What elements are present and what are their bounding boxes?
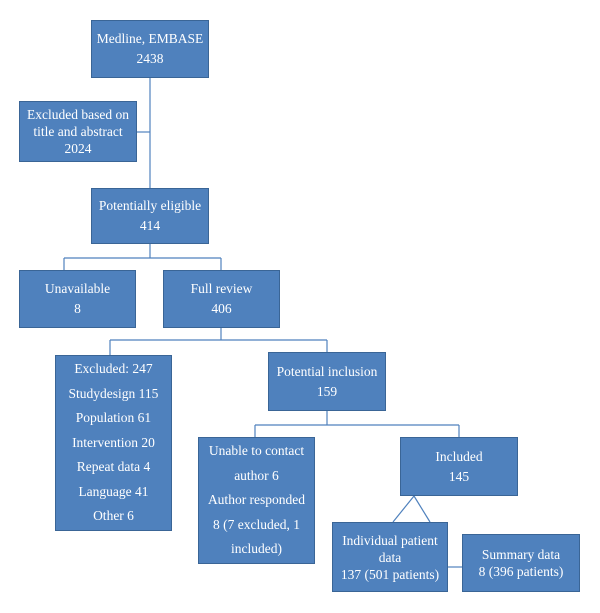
summary-line-2: 8 (396 patients) xyxy=(478,564,564,579)
excluded-title-line-1: Excluded based on xyxy=(27,107,129,122)
excluded-list-line-6: Language 41 xyxy=(78,483,149,499)
excluded-list-line-2: Studydesign 115 xyxy=(68,385,159,401)
box-medline-embase: Medline, EMBASE 2438 xyxy=(91,20,209,78)
individual-line-1: Individual patient xyxy=(342,532,438,548)
potential-inclusion-line-2: 159 xyxy=(316,383,338,399)
connector-to-individual xyxy=(392,495,415,523)
box-potential-inclusion: Potential inclusion 159 xyxy=(268,352,386,411)
excluded-title-line-2: title and abstract xyxy=(33,124,123,139)
connector-to-individual-right xyxy=(413,495,431,523)
unable-contact-line-2: author 6 xyxy=(234,467,279,483)
included-line-1: Included xyxy=(435,448,483,464)
unable-contact-line-3: Author responded xyxy=(207,492,306,508)
eligible-line-2: 414 xyxy=(139,218,161,233)
box-unable-to-contact: Unable to contact author 6 Author respon… xyxy=(198,437,315,564)
excluded-list-line-3: Population 61 xyxy=(75,410,152,426)
excluded-list-line-7: Other 6 xyxy=(93,508,134,524)
eligible-line-1: Potentially eligible xyxy=(98,198,202,213)
excluded-list-line-4: Intervention 20 xyxy=(72,434,155,450)
box-summary-data: Summary data 8 (396 patients) xyxy=(462,534,580,592)
medline-line-2: 2438 xyxy=(136,51,164,66)
individual-line-2: data xyxy=(378,549,402,565)
unable-contact-line-5: included) xyxy=(231,541,282,557)
box-included: Included 145 xyxy=(400,437,518,496)
unable-contact-line-4: 8 (7 excluded, 1 xyxy=(213,516,300,532)
box-full-review: Full review 406 xyxy=(163,270,280,328)
excluded-list-line-5: Repeat data 4 xyxy=(76,459,151,475)
included-line-2: 145 xyxy=(448,468,470,484)
summary-line-1: Summary data xyxy=(481,547,561,562)
excluded-list-line-1: Excluded: 247 xyxy=(74,361,153,377)
potential-inclusion-line-1: Potential inclusion xyxy=(276,363,378,379)
unavailable-line-1: Unavailable xyxy=(44,281,111,296)
unable-contact-line-1: Unable to contact xyxy=(208,443,305,459)
box-unavailable: Unavailable 8 xyxy=(19,270,136,328)
unavailable-line-2: 8 xyxy=(74,301,81,316)
box-individual-patient-data: Individual patient data 137 (501 patient… xyxy=(332,522,448,592)
box-excluded-list: Excluded: 247 Studydesign 115 Population… xyxy=(55,355,172,531)
full-review-line-1: Full review xyxy=(190,281,253,296)
medline-line-1: Medline, EMBASE xyxy=(96,31,204,46)
individual-line-3: 137 (501 patients) xyxy=(340,566,440,582)
full-review-line-2: 406 xyxy=(211,301,232,316)
box-excluded-title-abstract: Excluded based on title and abstract 202… xyxy=(19,101,137,162)
excluded-title-line-3: 2024 xyxy=(64,141,92,156)
box-potentially-eligible: Potentially eligible 414 xyxy=(91,188,209,244)
